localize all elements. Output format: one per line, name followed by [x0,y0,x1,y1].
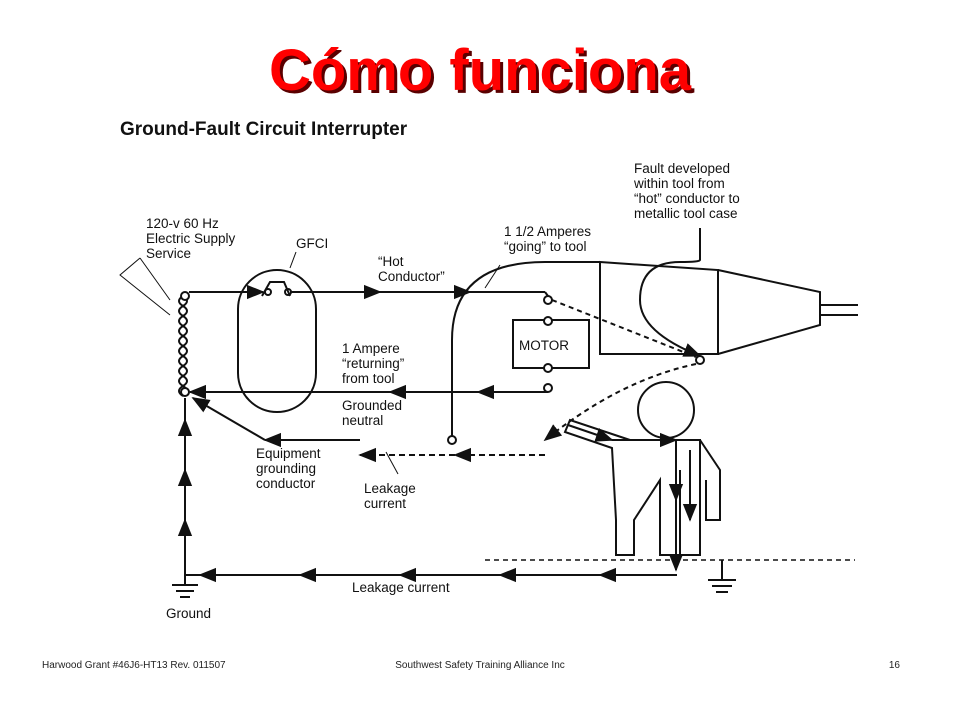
person-figure [563,381,721,556]
diagram-heading: Ground-Fault Circuit Interrupter [120,119,408,140]
footer-page-number: 16 [888,660,900,671]
footer-grant: Harwood Grant #46J6-HT13 Rev. 011507 [42,660,226,671]
amperes-going-label: 1 1/2 Amperes “going” to tool [504,224,595,254]
slide-title: Cómo funciona [268,38,692,103]
ground-label: Ground [166,606,211,621]
supply-label: 120-v 60 Hz Electric Supply Service [146,216,239,261]
equipment-grounding-label: Equipment grounding conductor [256,446,324,491]
grounded-neutral-label: Grounded neutral [342,398,406,428]
footer-organization: Southwest Safety Training Alliance Inc [395,660,565,671]
leakage-current-label: Leakage current [364,481,420,511]
fault-label: Fault developed within tool from “hot” c… [633,161,744,221]
gfci-label: GFCI [296,236,328,251]
leakage-current-bottom-label: Leakage current [352,580,450,595]
gfci-device [237,269,317,413]
hot-conductor-label: “Hot Conductor” [378,254,445,284]
supply-coil [178,295,188,397]
tool-body [599,260,719,355]
motor-label: MOTOR [519,338,569,353]
ampere-returning-label: 1 Ampere “returning” from tool [342,341,408,386]
